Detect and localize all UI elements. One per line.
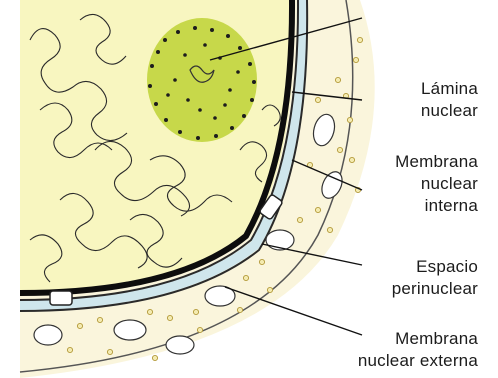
label-membrana-interna-line2: nuclear xyxy=(395,173,478,195)
label-espacio-perinuclear: Espacio perinuclear xyxy=(392,256,478,300)
label-lamina-line2: nuclear xyxy=(421,100,478,122)
label-lamina-nuclear: Lámina nuclear xyxy=(421,78,478,122)
label-espacio-line2: perinuclear xyxy=(392,278,478,300)
label-membrana-interna: Membrana nuclear interna xyxy=(395,151,478,217)
label-membrana-externa-line1: Membrana xyxy=(358,328,478,350)
label-espacio-line1: Espacio xyxy=(392,256,478,278)
label-membrana-interna-line3: interna xyxy=(395,195,478,217)
label-membrana-interna-line1: Membrana xyxy=(395,151,478,173)
label-lamina-line1: Lámina xyxy=(421,78,478,100)
label-membrana-externa-line2: nuclear externa xyxy=(358,350,478,372)
label-membrana-externa: Membrana nuclear externa xyxy=(358,328,478,372)
nucleolus xyxy=(147,18,257,142)
